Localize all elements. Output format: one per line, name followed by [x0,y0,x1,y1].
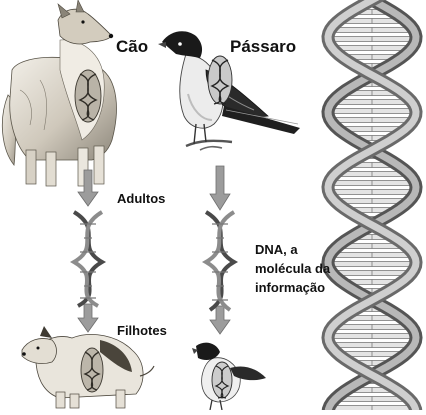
dog-adult-illustration [2,0,116,186]
label-dna-line1: DNA, a [255,242,298,257]
label-bird: Pássaro [230,37,296,56]
down-arrow-icon [78,304,98,332]
label-dna-line2: molécula da [255,261,331,276]
puppy-cell-dna-icon [81,348,103,392]
label-adults: Adultos [117,191,165,206]
dog-cell-dna-icon [75,70,101,122]
label-dna-line3: informação [255,280,325,295]
puppy-illustration [22,326,154,408]
dna-double-helix-icon [328,0,416,410]
bird-cell-dna-icon [208,56,232,104]
label-dog: Cão [116,37,148,56]
chick-cell-dna-icon [212,362,232,398]
label-offspring: Filhotes [117,323,167,338]
chick-illustration [192,343,266,410]
dog-dna-helix-icon [74,212,102,306]
bird-dna-helix-icon [206,212,234,310]
down-arrow-icon [210,166,230,210]
